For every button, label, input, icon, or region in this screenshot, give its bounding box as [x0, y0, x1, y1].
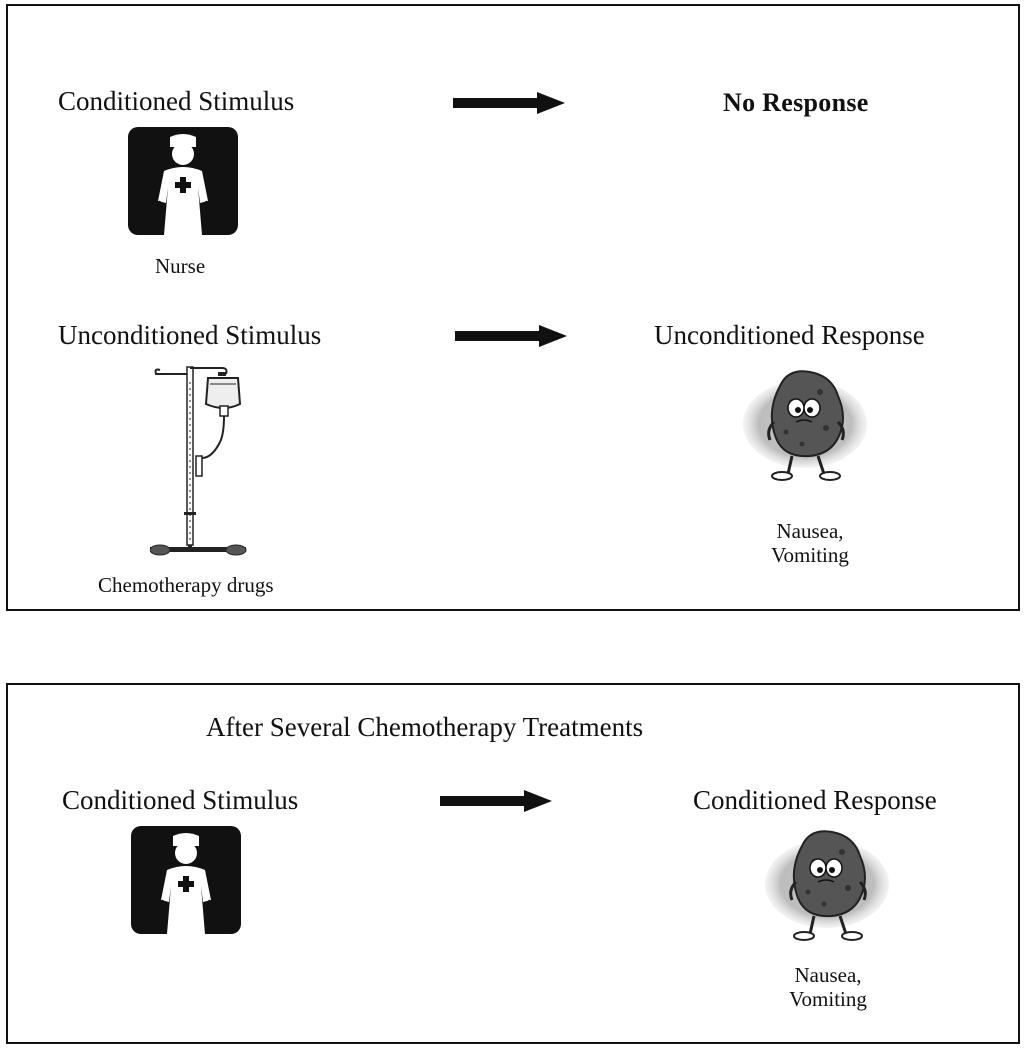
- iv-drip-icon: [150, 362, 260, 567]
- arrow-right-icon: [453, 92, 565, 114]
- no-response-label: No Response: [723, 88, 869, 117]
- chemotherapy-drugs-caption: Chemotherapy drugs: [98, 573, 274, 597]
- conditioned-stimulus-label: Conditioned Stimulus: [58, 86, 295, 116]
- nausea-character-icon: [762, 822, 892, 952]
- nurse-icon: [128, 127, 238, 235]
- conditioned-response-label: Conditioned Response: [693, 785, 937, 815]
- nurse-caption: Nurse: [155, 254, 206, 278]
- unconditioned-stimulus-label: Unconditioned Stimulus: [58, 320, 322, 350]
- caption-line: Vomiting: [771, 543, 849, 568]
- caption-line: Nausea,: [794, 963, 862, 987]
- caption-line: Vomiting: [789, 987, 867, 1012]
- nausea-character-icon: [740, 362, 870, 492]
- nurse-icon: [131, 826, 241, 934]
- conditioned-stimulus-label: Conditioned Stimulus: [62, 785, 299, 815]
- panel-heading: After Several Chemotherapy Treatments: [206, 712, 644, 742]
- unconditioned-response-label: Unconditioned Response: [654, 320, 925, 350]
- arrow-right-icon: [440, 790, 552, 812]
- nausea-vomiting-caption: Nausea, Vomiting: [778, 963, 878, 1011]
- nausea-vomiting-caption: Nausea, Vomiting: [760, 519, 860, 567]
- arrow-right-icon: [455, 325, 567, 347]
- caption-line: Nausea,: [776, 519, 844, 543]
